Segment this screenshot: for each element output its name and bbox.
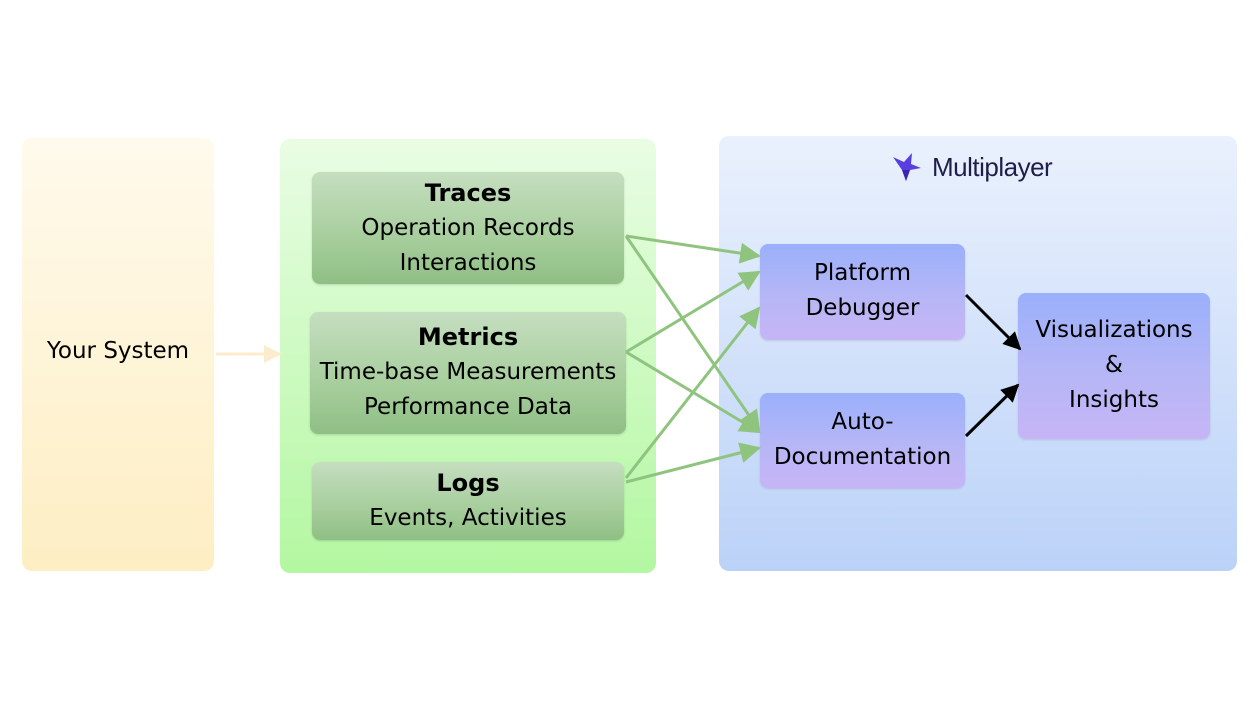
debugger-to-viz-arrow: [964, 293, 1022, 351]
brand-name: Multiplayer: [932, 151, 1053, 182]
debugger-line: Debugger: [805, 295, 920, 321]
metrics-title: Metrics: [417, 323, 519, 351]
autodoc-line: Documentation: [773, 444, 952, 470]
debugger-line: Platform: [814, 260, 911, 286]
autodoc-line: Auto-: [831, 409, 894, 435]
traces-to-autodoc-arrow: [624, 235, 761, 432]
your-system-panel: [22, 138, 214, 571]
logs-title: Logs: [436, 469, 500, 497]
metrics-line: Time-base Measurements: [319, 359, 617, 385]
logs-to-autodoc-arrow: [625, 442, 762, 484]
multiplayer-brand: Multiplayer: [890, 150, 1053, 184]
logs-line: Events, Activities: [369, 505, 567, 531]
autodoc-to-viz-arrow: [964, 383, 1020, 438]
your-system-label: Your System: [46, 338, 190, 364]
traces-title: Traces: [424, 179, 512, 207]
traces-line: Operation Records: [361, 215, 575, 241]
traces-box: Traces Operation Records Interactions: [312, 172, 624, 284]
platform-debugger-box: Platform Debugger: [760, 244, 965, 340]
logs-to-debugger-arrow: [624, 306, 761, 479]
viz-line: &: [1105, 352, 1123, 378]
viz-line: Insights: [1069, 387, 1159, 413]
traces-to-debugger-arrow: [625, 234, 762, 264]
auto-documentation-box: Auto- Documentation: [760, 393, 965, 488]
metrics-to-debugger-arrow: [625, 270, 761, 354]
viz-line: Visualizations: [1035, 317, 1193, 343]
metrics-line: Performance Data: [364, 394, 572, 420]
logs-box: Logs Events, Activities: [312, 462, 624, 540]
multiplayer-star-logo-icon: [893, 153, 921, 181]
traces-line: Interactions: [399, 250, 537, 276]
visualizations-insights-box: Visualizations & Insights: [1018, 293, 1210, 439]
metrics-box: Metrics Time-base Measurements Performan…: [310, 312, 626, 434]
